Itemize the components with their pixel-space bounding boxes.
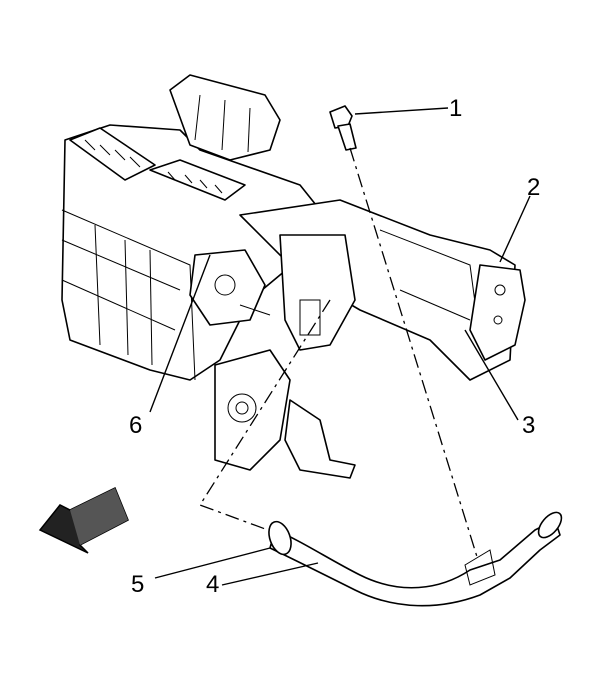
defrost-vent-left xyxy=(69,127,156,181)
callout-5: 5 xyxy=(131,571,145,598)
mounting-bracket xyxy=(469,264,526,361)
drain-hose xyxy=(268,511,563,607)
defrost-vent-right xyxy=(149,159,246,201)
callout-3: 3 xyxy=(522,412,536,439)
alignment-lines xyxy=(199,147,479,561)
callout-1: 1 xyxy=(449,95,463,122)
callout-2: 2 xyxy=(527,174,541,201)
bolt xyxy=(329,105,357,151)
air-intake-duct xyxy=(169,74,281,161)
callout-4: 4 xyxy=(206,571,220,598)
hvac-module-housing xyxy=(61,124,321,381)
steering-shaft xyxy=(279,234,356,351)
callout-6: 6 xyxy=(129,412,143,439)
front-direction-arrow xyxy=(38,486,129,554)
leader-lines xyxy=(149,107,531,586)
pedal-arm xyxy=(284,399,356,479)
blend-door-actuator xyxy=(189,249,271,326)
pedal-bracket xyxy=(214,349,291,471)
cross-car-beam xyxy=(239,199,516,381)
